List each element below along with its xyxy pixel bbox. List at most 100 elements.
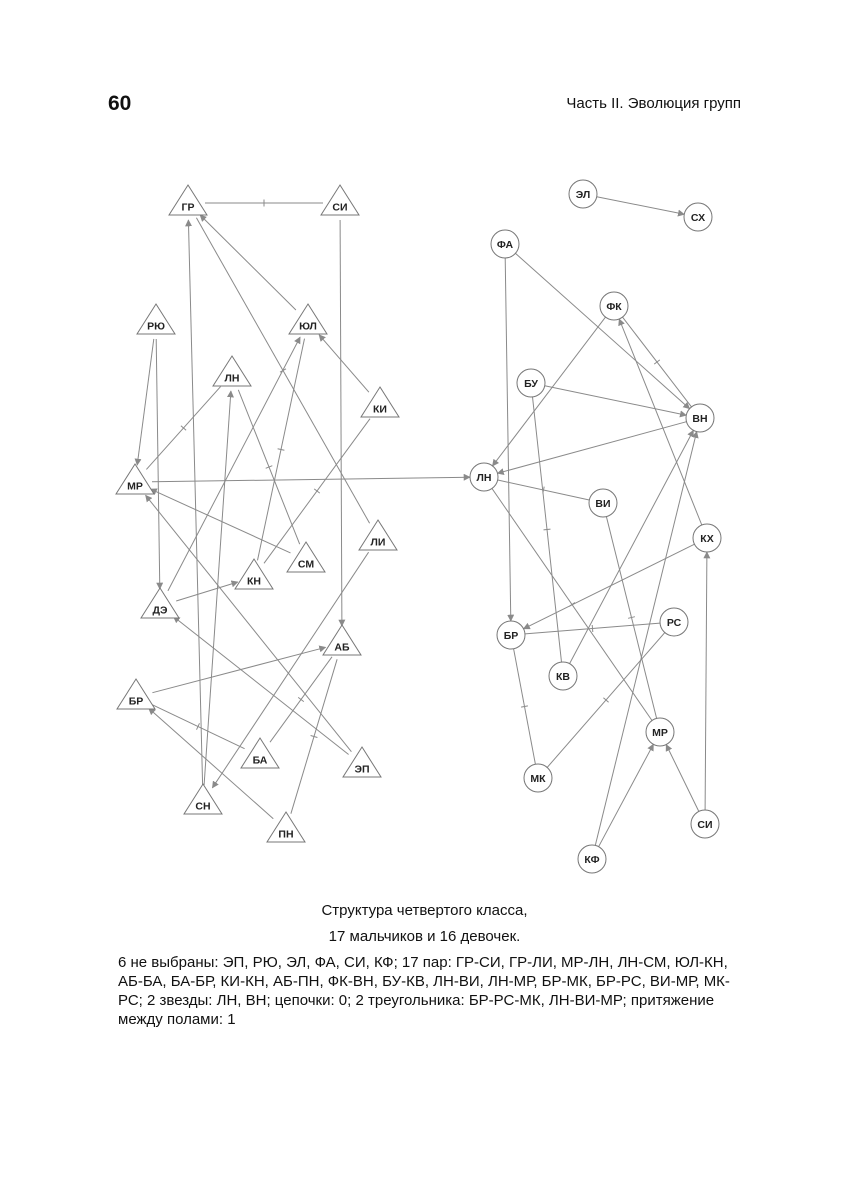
triangle-marker — [168, 184, 208, 216]
mutual-tick-b_ab-b_ba — [297, 697, 305, 702]
mutual-tick-b_ab-b_pn — [310, 735, 318, 738]
mutual-tick-g_fk-g_vn — [653, 359, 661, 365]
edge-b_si-b_ab — [338, 219, 346, 627]
edge-g_vn-g_ln — [496, 421, 687, 476]
boy-node-b_br: БР — [116, 678, 156, 710]
girl-node-g_br: БР — [496, 620, 526, 650]
circle-marker — [659, 607, 689, 637]
boy-node-b_de: ДЭ — [140, 587, 180, 619]
girl-node-g_fa: ФА — [490, 229, 520, 259]
boy-node-b_ba: БА — [240, 737, 280, 769]
edge-b_sn-b_gr — [185, 219, 204, 786]
boy-node-b_ln: ЛН — [212, 355, 252, 387]
edge-b_yul-b_gr — [199, 214, 297, 311]
triangle-marker — [234, 558, 274, 590]
edge-g_fk-g_ln — [492, 316, 606, 467]
circle-marker — [516, 368, 546, 398]
triangle-marker — [342, 746, 382, 778]
figure-summary: 6 не выбраны: ЭП, РЮ, ЭЛ, ФА, СИ, КФ; 17… — [118, 954, 730, 1028]
girl-node-g_kf: КФ — [577, 844, 607, 874]
page-number: 60 — [108, 92, 132, 115]
mutual-tick-g_ln-g_vi — [542, 486, 545, 494]
node-label: СМ — [298, 559, 314, 571]
triangle-marker — [286, 541, 326, 573]
node-label: КИ — [373, 404, 387, 416]
node-label: РЮ — [147, 321, 165, 333]
edge-b_pn-b_br — [148, 707, 274, 820]
girl-node-g_si: СИ — [690, 809, 720, 839]
girl-node-g_kv: КВ — [548, 661, 578, 691]
edge-b_sm-b_mr — [149, 488, 291, 554]
node-label: МК — [530, 773, 546, 785]
boy-node-b_si: СИ — [320, 184, 360, 216]
edge-b_sn-b_ln — [203, 390, 234, 786]
circle-marker — [690, 809, 720, 839]
girl-node-g_vi: ВИ — [588, 488, 618, 518]
circle-marker — [568, 179, 598, 209]
triangle-marker — [320, 184, 360, 216]
node-label: ГР — [182, 202, 195, 214]
circle-marker — [469, 462, 499, 492]
triangle-marker — [115, 463, 155, 495]
node-label: ДЭ — [153, 605, 168, 617]
node-label: ФК — [606, 301, 622, 313]
triangle-marker — [266, 811, 306, 843]
node-label: АБ — [334, 642, 350, 654]
node-label: КН — [247, 576, 261, 588]
circle-marker — [577, 844, 607, 874]
figure-caption-line-1: Структура четвертого класса, — [321, 902, 528, 919]
figure-caption-line-2: 17 мальчиков и 16 девочек. — [328, 928, 521, 945]
girl-node-g_vn: ВН — [685, 403, 715, 433]
node-label: БР — [504, 630, 519, 642]
boy-node-b_ab: АБ — [322, 624, 362, 656]
boy-node-b_ryu: РЮ — [136, 303, 176, 335]
edge-g_bu-g_vn — [544, 385, 687, 418]
edge-b_br-b_ab — [152, 645, 327, 694]
node-label: СХ — [691, 212, 705, 224]
node-label: ЭЛ — [576, 189, 590, 201]
edge-b_ep-b_de — [172, 616, 349, 755]
mutual-tick-g_bu-g_kv — [543, 528, 551, 531]
edge-g_fa-g_br — [504, 257, 515, 622]
edge-layer — [134, 196, 711, 847]
edge-g_fa-g_vn — [515, 252, 691, 410]
boy-node-b_sn: СН — [183, 783, 223, 815]
girl-node-g_mk: МК — [523, 763, 553, 793]
triangle-marker — [212, 355, 252, 387]
circle-marker — [683, 202, 713, 232]
boy-node-b_kn: КН — [234, 558, 274, 590]
edge-b_li-b_sn — [211, 551, 370, 789]
girl-node-g_ln: ЛН — [469, 462, 499, 492]
triangle-marker — [136, 303, 176, 335]
girl-node-g_bu: БУ — [516, 368, 546, 398]
mutual-tick-b_yul-b_kn — [277, 448, 285, 451]
circle-marker — [523, 763, 553, 793]
boy-node-b_ki: КИ — [360, 386, 400, 418]
node-label: РС — [667, 617, 682, 629]
node-label: КВ — [556, 671, 570, 683]
circle-marker — [645, 717, 675, 747]
edge-g_kx-g_fk — [618, 318, 703, 526]
triangle-marker — [322, 624, 362, 656]
triangle-marker — [358, 519, 398, 551]
edge-g_kf-g_mr — [598, 743, 654, 847]
edge-b_ep-b_mr — [145, 494, 352, 753]
triangle-marker — [116, 678, 156, 710]
node-label: СН — [195, 801, 210, 813]
girl-node-g_kx: КХ — [692, 523, 722, 553]
node-label: ВИ — [595, 498, 610, 510]
node-label: КФ — [584, 854, 599, 866]
edge-b_ryu-b_de — [155, 338, 164, 590]
triangle-marker — [288, 303, 328, 335]
node-label: ЛН — [477, 472, 492, 484]
girl-node-g_mr: МР — [645, 717, 675, 747]
edge-b_de-b_kn — [176, 580, 239, 602]
edge-b_mr-g_ln — [151, 473, 471, 483]
edge-b_ki-b_yul — [318, 334, 370, 393]
node-label: ФА — [497, 239, 514, 251]
circle-marker — [685, 403, 715, 433]
running-title: Часть II. Эволюция групп — [566, 95, 741, 112]
circle-marker — [548, 661, 578, 691]
girl-node-g_sx: СХ — [683, 202, 713, 232]
boy-node-b_sm: СМ — [286, 541, 326, 573]
